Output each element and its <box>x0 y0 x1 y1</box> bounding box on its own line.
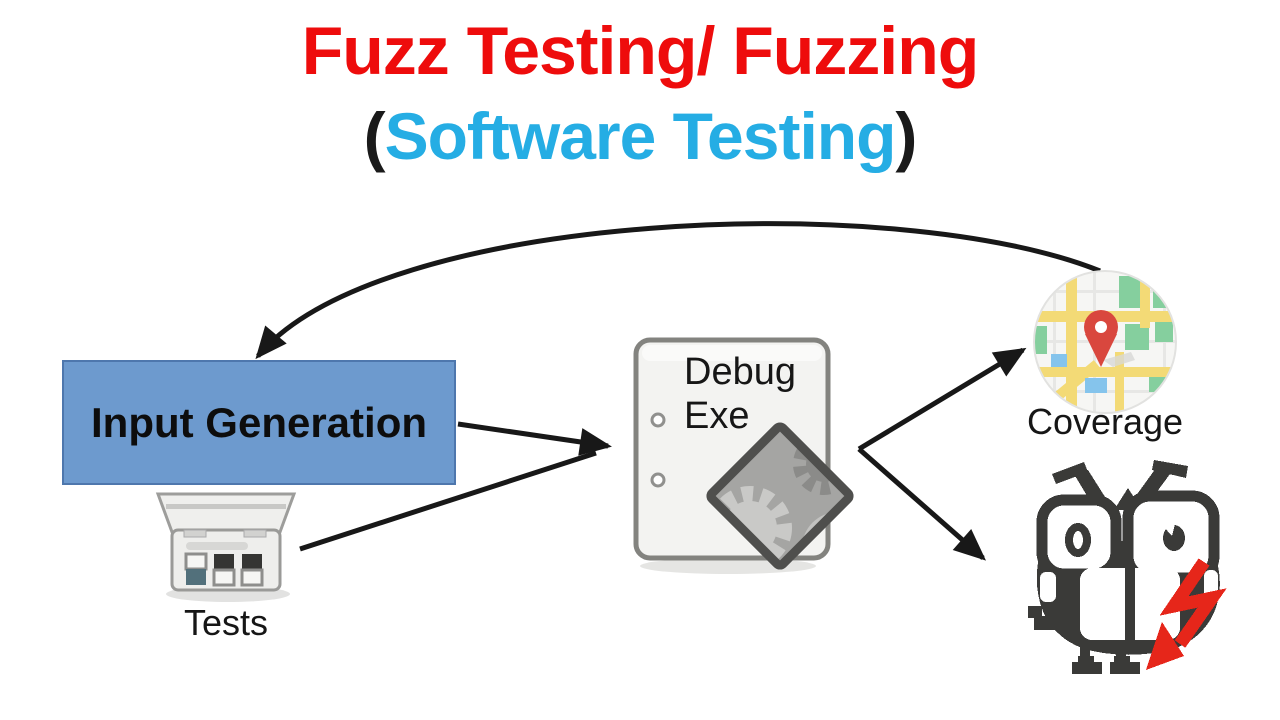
punch-hole-icon <box>650 472 666 488</box>
edge-input-generation-to-debug-exe <box>457 421 612 456</box>
subtitle-text: Software Testing <box>384 99 897 173</box>
debug-exe-label-line1: Debug <box>684 351 796 393</box>
bug-crash-icon <box>1028 460 1227 674</box>
subtitle-open-paren: ( <box>363 99 386 173</box>
executable-gears-icon <box>633 337 854 574</box>
debug-exe-label: Debug Exe <box>684 350 796 438</box>
coverage-label: Coverage <box>1026 401 1184 442</box>
crash-bolt-icon <box>1146 558 1227 670</box>
test-kit-icon <box>155 492 297 602</box>
map-pin-icon <box>1084 310 1118 367</box>
map-location-pin-icon <box>1033 270 1177 414</box>
subtitle-close-paren: ) <box>895 99 917 173</box>
punch-hole-icon <box>650 412 666 428</box>
edge-debug-exe-to-bug <box>857 447 987 561</box>
tests-label: Tests <box>183 602 269 643</box>
edge-debug-exe-to-coverage <box>857 347 1027 452</box>
page-title: Fuzz Testing/ Fuzzing <box>301 13 980 89</box>
debug-exe-label-line2: Exe <box>684 395 750 437</box>
bug-left-pupil <box>1065 523 1091 557</box>
input-generation-label: Input Generation <box>91 398 427 446</box>
node-input-generation: Input Generation <box>62 360 456 485</box>
page-subtitle: (Software Testing) <box>0 100 1280 173</box>
